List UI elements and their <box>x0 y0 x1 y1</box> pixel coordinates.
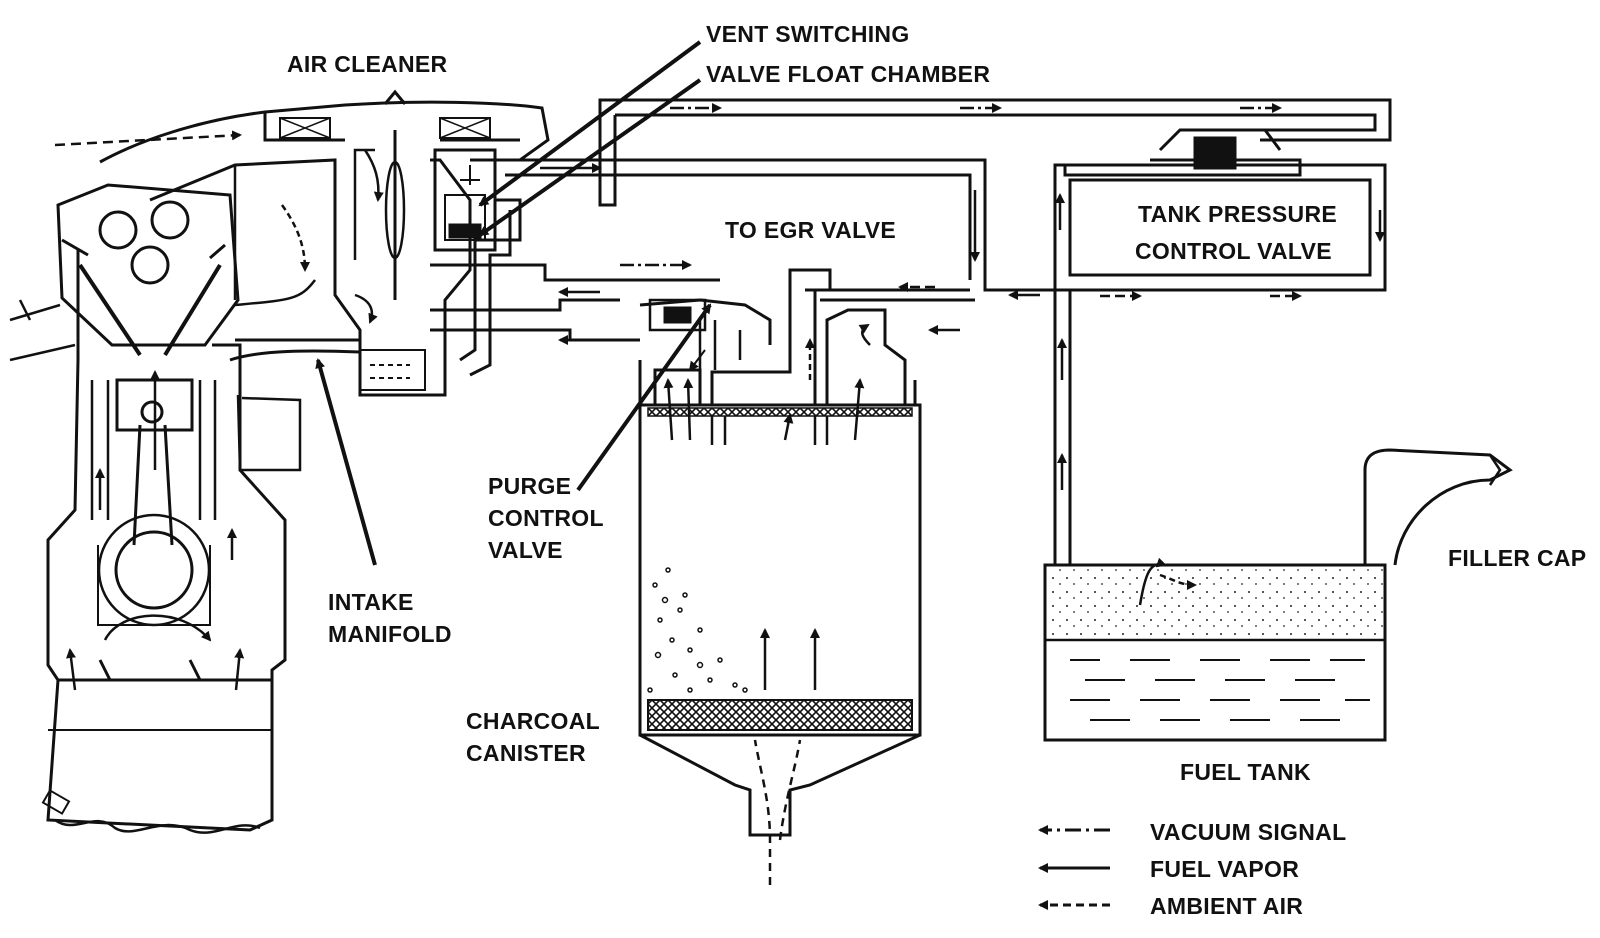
air-cleaner-label: AIR CLEANER <box>287 51 448 77</box>
intake-manifold-label: INTAKE MANIFOLD <box>328 586 452 650</box>
legend-item-vapor: FUEL VAPOR <box>1150 856 1300 882</box>
tank-pressure-control-valve <box>1053 128 1387 292</box>
charcoal-canister <box>638 268 975 837</box>
purge-control-valve-label: PURGE CONTROL VALVE <box>488 470 604 566</box>
to-egr-valve-label: TO EGR VALVE <box>725 217 897 243</box>
air-cleaner <box>99 89 550 472</box>
manifold-label: MANIFOLD <box>328 621 452 647</box>
fuel-tank-label: FUEL TANK <box>1180 759 1311 785</box>
valve-label: VALVE <box>488 537 563 563</box>
charcoal-label: CHARCOAL <box>466 708 600 734</box>
control-label: CONTROL <box>488 505 604 531</box>
purge-label: PURGE <box>488 473 572 499</box>
legend-symbols <box>1038 825 1110 910</box>
engine <box>9 183 287 834</box>
legend-item-vacuum: VACUUM SIGNAL <box>1150 819 1347 845</box>
valve-float-chamber-label: VALVE FLOAT CHAMBER <box>706 61 991 87</box>
tank-pressure-label: TANK PRESSURE <box>1138 201 1337 227</box>
filler-cap-label: FILLER CAP <box>1448 545 1587 571</box>
legend-item-ambient: AMBIENT AIR <box>1150 893 1304 919</box>
charcoal-canister-label: CHARCOAL CANISTER <box>466 705 600 769</box>
float-chamber <box>433 148 497 252</box>
vent-switching-label: VENT SWITCHING <box>706 21 910 47</box>
canister-label: CANISTER <box>466 740 586 766</box>
purge-control-valve <box>639 298 772 370</box>
intake-label: INTAKE <box>328 589 414 615</box>
fuel-tank <box>1043 448 1513 742</box>
control-valve-label: CONTROL VALVE <box>1135 238 1332 264</box>
